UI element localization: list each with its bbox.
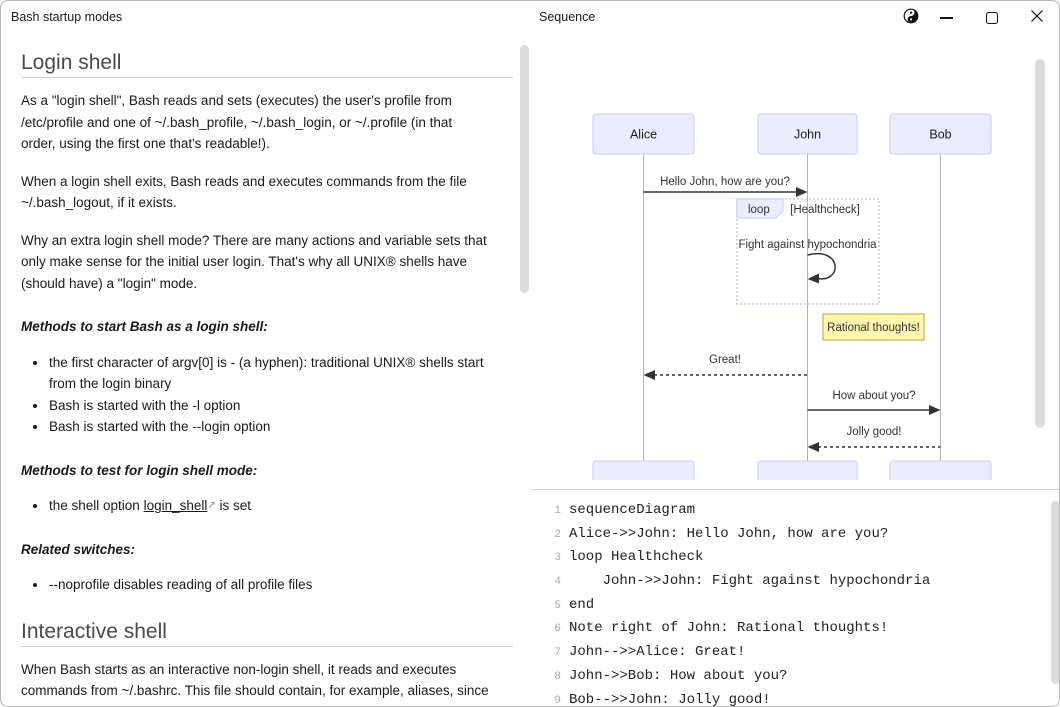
line-number: 9 [554,694,561,707]
note-label: Rational thoughts! [827,322,920,334]
note-box [822,313,925,341]
loop-frame [736,198,880,305]
loop-label-tab [736,198,784,219]
list-item: Bash is started with the --login option [48,416,513,438]
code-line[interactable]: 9 Bob-->>John: Jolly good! [531,691,1059,707]
list-item: the first character of argv[0] is - (a h… [48,352,513,395]
close-button[interactable] [1024,5,1050,31]
actor-label-john: John [794,128,821,142]
code-editor[interactable]: 1 sequenceDiagram 2 Alice->>John: Hello Jo… [531,490,1059,707]
message-label-great: Great! [709,354,741,366]
code-line[interactable]: 1 sequenceDiagram [531,502,1059,526]
subheading-methods-test: Methods to test for login shell mode: [21,462,258,478]
arrowhead-left-icon [807,442,819,452]
line-number: 8 [554,670,561,683]
external-link-icon: ↗ [207,500,216,511]
code-text: end [569,596,595,613]
maximize-icon [986,12,998,24]
subheading-related-switches: Related switches: [21,541,136,557]
message-label-jolly: Jolly good! [847,426,902,438]
pane-divider[interactable] [531,489,1059,490]
actor-box-bob-top [889,113,992,155]
section-heading-interactive-shell: Interactive shell [21,620,513,647]
paragraph: Why an extra login shell mode? There are… [21,232,487,291]
list-item-text: the shell option [49,498,144,513]
list-item: Bash is started with the -l option [48,395,513,417]
line-number: 3 [554,552,561,565]
arrowhead-right-icon [929,405,941,415]
code-line[interactable]: 4 John->>John: Fight against hypochondri… [531,573,1059,597]
code-text: Note right of John: Rational thoughts! [569,620,889,637]
code-text: Alice->>John: Hello John, how are you? [569,525,889,542]
maximize-button[interactable] [979,5,1005,31]
paragraph: When a login shell exits, Bash reads and… [21,173,467,211]
actor-box-alice-bottom [592,460,695,480]
line-number: 1 [554,505,561,517]
line-number: 4 [554,576,561,589]
yin-yang-icon [903,8,919,29]
list-item-text: is set [215,498,252,513]
actor-box-john-top [757,113,858,155]
arrowhead-right-icon [796,187,808,197]
message-label-how: How about you? [832,390,915,402]
line-number: 5 [554,599,561,612]
minimize-button[interactable] [933,5,959,31]
line-number: 2 [554,528,561,541]
diagram-scrollbar-thumb[interactable] [1035,59,1045,428]
message-label-fight: Fight against hypochondria [738,239,877,251]
login-shell-link[interactable]: login_shell [143,498,208,513]
code-line[interactable]: 6 Note right of John: Rational thoughts! [531,620,1059,644]
paragraph: As a "login shell", Bash reads and sets … [21,93,453,151]
actor-box-alice-top [592,113,695,155]
diagram-preview-pane: Alice John Bob Hello John, how are you? … [531,31,1059,480]
bullet-list-test-methods: the shell option login_shell↗ is set [21,495,513,517]
code-text: John-->>Alice: Great! [569,644,746,661]
line-number: 7 [554,647,561,660]
close-icon [1030,9,1044,28]
sequence-diagram: Alice John Bob Hello John, how are you? … [592,113,992,480]
bullet-list-related-switches: --noprofile disables reading of all prof… [21,574,513,596]
document-title: Bash startup modes [11,10,123,24]
arrowhead-left-icon [807,273,819,284]
subheading-methods-start: Methods to start Bash as a login shell: [21,319,268,334]
actor-label-bob: Bob [929,128,951,142]
code-line[interactable]: 3 loop Healthcheck [531,549,1059,573]
message-label-hello: Hello John, how are you? [660,176,790,188]
code-line[interactable]: 7 John-->>Alice: Great! [531,644,1059,668]
document-scrollbar-thumb[interactable] [520,45,529,293]
code-text: John->>Bob: How about you? [569,667,788,684]
diagram-pane-title: Sequence [539,10,596,24]
theme-toggle-button[interactable] [898,5,924,31]
code-text: Bob-->>John: Jolly good! [569,691,771,707]
loop-condition-label: [Healthcheck] [790,204,860,216]
self-message-arrow [807,252,836,280]
code-scrollbar-thumb[interactable] [1051,501,1059,684]
section-heading-login-shell: Login shell [21,52,513,78]
arrowhead-left-icon [643,370,655,380]
code-line[interactable]: 8 John->>Bob: How about you? [531,667,1059,692]
code-text: John->>John: Fight against hypochondria [569,573,931,590]
list-item: --noprofile disables reading of all prof… [48,574,513,596]
actor-box-john-bottom [757,460,858,480]
list-item: the shell option login_shell↗ is set [48,495,513,517]
document-pane: Login shell As a "login shell", Bash rea… [1,32,517,707]
minimize-icon [939,17,953,19]
code-text: loop Healthcheck [569,549,704,566]
code-line[interactable]: 5 end [531,596,1059,621]
code-line[interactable]: 2 Alice->>John: Hello John, how are you? [531,525,1059,550]
actor-box-bob-bottom [889,460,992,480]
actor-label-alice: Alice [630,128,657,142]
code-text: sequenceDiagram [569,502,696,518]
paragraph: When Bash starts as an interactive non-l… [21,661,489,707]
bullet-list-start-methods: the first character of argv[0] is - (a h… [21,352,513,438]
line-number: 6 [554,623,561,636]
loop-label: loop [748,204,770,216]
